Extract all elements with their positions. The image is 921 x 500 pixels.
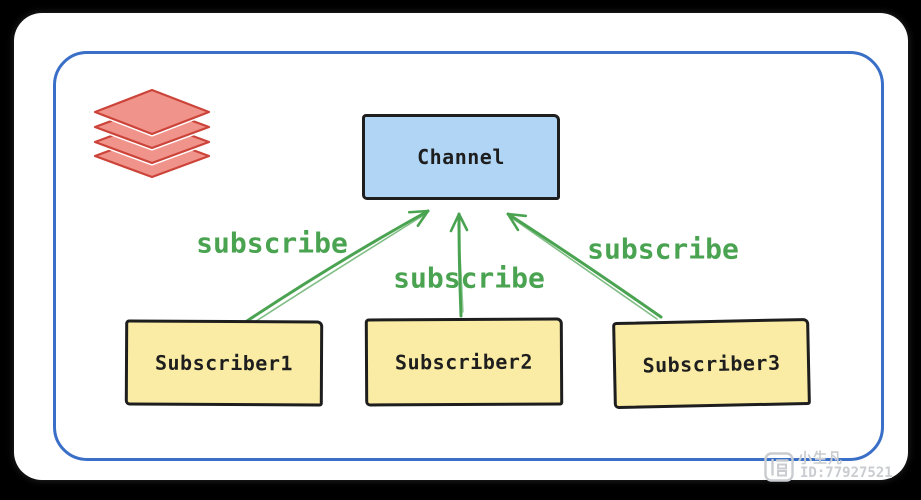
watermark-username: 小生凡 — [798, 451, 843, 467]
subscriber1-label: Subscriber1 — [154, 350, 294, 376]
watermark-logo-icon — [764, 452, 794, 482]
blue-border-frame — [53, 51, 884, 461]
channel-label: Channel — [417, 145, 505, 169]
subscriber3-label: Subscriber3 — [642, 350, 781, 377]
subscriber3-node: Subscriber3 — [612, 317, 811, 410]
channel-node: Channel — [362, 114, 560, 200]
watermark: 小生凡 ID:77927521 — [760, 445, 920, 487]
watermark-id: ID:77927521 — [800, 465, 893, 481]
subscribe-label-1: subscribe — [196, 226, 348, 260]
subscribe-label-3: subscribe — [587, 232, 739, 266]
subscriber2-node: Subscriber2 — [364, 317, 564, 407]
subscriber1-node: Subscriber1 — [124, 319, 324, 407]
subscriber2-label: Subscriber2 — [394, 349, 534, 375]
subscribe-label-2: subscribe — [393, 261, 545, 295]
